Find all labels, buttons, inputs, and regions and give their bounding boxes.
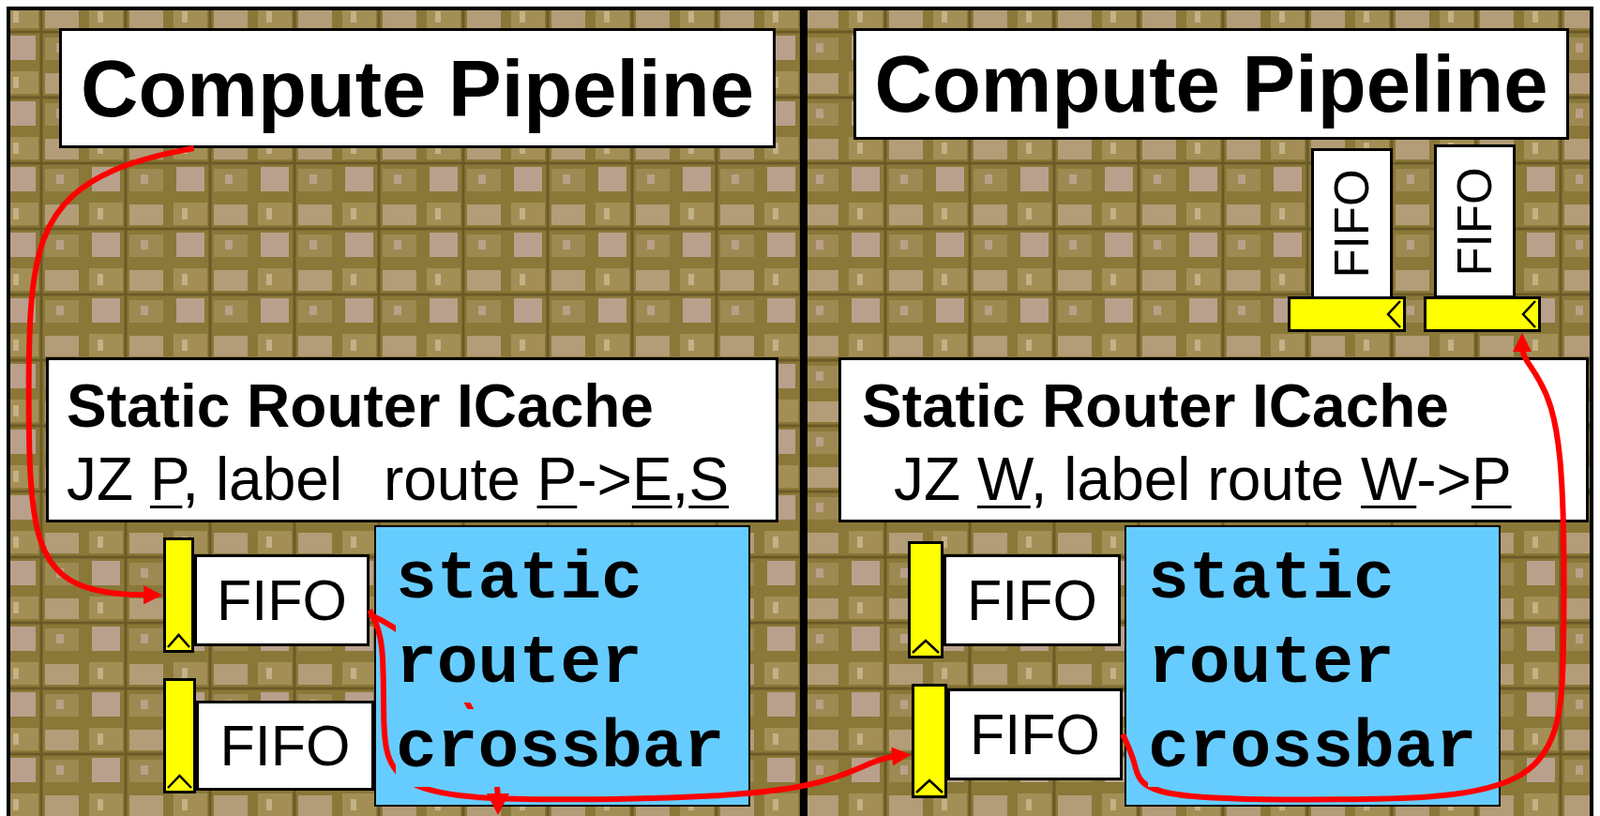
tile-right (805, 8, 1592, 816)
route-arrow (1122, 341, 1565, 800)
port-name: E (632, 445, 673, 514)
fifo-label: FIFO (1328, 168, 1376, 278)
instruction-part: -> (576, 445, 633, 514)
router-instruction: JZ W, label route W->P (893, 445, 1512, 514)
port-name: W (977, 445, 1031, 514)
fifo-label: FIFO (966, 572, 1098, 630)
clock-mark (910, 635, 941, 655)
fifo-box: FIFO (947, 688, 1123, 781)
port-name: W (1360, 445, 1417, 514)
unit-title: Compute Pipeline (80, 48, 755, 129)
instruction-part: , label route (1030, 445, 1361, 514)
instruction-part: , label (181, 445, 343, 514)
fifo-bar (1423, 296, 1541, 333)
fifo-box: FIFO (1433, 144, 1516, 299)
fifo-queue: FIFO (1287, 148, 1406, 333)
port-name: P (537, 445, 578, 514)
router-instruction: JZ P, label route P->E,S (66, 445, 729, 514)
port-name: P (1471, 445, 1512, 514)
fifo-box: FIFO (1311, 148, 1393, 300)
fifo-box: FIFO (196, 700, 375, 791)
instruction-part: -> (1416, 445, 1472, 514)
instruction-part (342, 445, 360, 514)
fifo-bar (1287, 296, 1406, 333)
fifo-label: FIFO (969, 706, 1101, 764)
fifo-bar (911, 683, 948, 799)
fifo-bar (907, 541, 944, 659)
fifo-queue: FIFO (911, 683, 1123, 799)
instruction-part: route (383, 445, 538, 514)
clock-mark (166, 770, 194, 790)
fifo-queue: FIFO (163, 678, 375, 794)
unit-title: Compute Pipeline (875, 44, 1549, 124)
instruction-part: JZ (66, 445, 151, 514)
fifo-label: FIFO (220, 717, 351, 775)
fifo-queue: FIFO (907, 541, 1121, 659)
south-arrowhead (486, 793, 510, 816)
clock-mark (914, 775, 945, 795)
crossbar-label: static router crossbar (395, 537, 741, 791)
clock-mark (1518, 299, 1538, 330)
route-arrow (29, 148, 195, 595)
icache-title: Static Router ICache (861, 372, 1450, 440)
clock-mark (166, 630, 192, 650)
compute-pipeline-box: Compute Pipeline (853, 28, 1570, 140)
port-name: P (150, 445, 182, 514)
fifo-box: FIFO (943, 554, 1121, 647)
fifo-queue: FIFO (1423, 144, 1541, 333)
crossbar-box: static router crossbar (374, 525, 751, 807)
port-name: S (688, 445, 729, 514)
instruction-part: JZ (893, 445, 978, 514)
crossbar-box: static router crossbar (1124, 525, 1501, 807)
clock-mark (1383, 299, 1403, 330)
compute-pipeline-box: Compute Pipeline (59, 28, 776, 149)
instruction-part: , (672, 445, 690, 514)
route-arrow (369, 609, 903, 800)
fifo-box: FIFO (194, 554, 370, 647)
icache-title: Static Router ICache (66, 372, 654, 440)
fifo-label: FIFO (1450, 166, 1499, 276)
fifo-label: FIFO (216, 572, 348, 630)
icache-box: Static Router ICacheJZ P, label route P-… (45, 357, 779, 523)
fifo-bar (163, 537, 195, 653)
label-patch: static router crossbar (1147, 540, 1477, 787)
icache-box: Static Router ICacheJZ W, label route W-… (838, 357, 1589, 523)
fifo-queue: FIFO (163, 537, 370, 653)
label-patch: static router crossbar (395, 540, 725, 787)
fifo-bar (163, 678, 197, 794)
crossbar-label: static router crossbar (1147, 537, 1492, 791)
tile-left (8, 8, 802, 816)
south-route-wire (369, 614, 499, 798)
